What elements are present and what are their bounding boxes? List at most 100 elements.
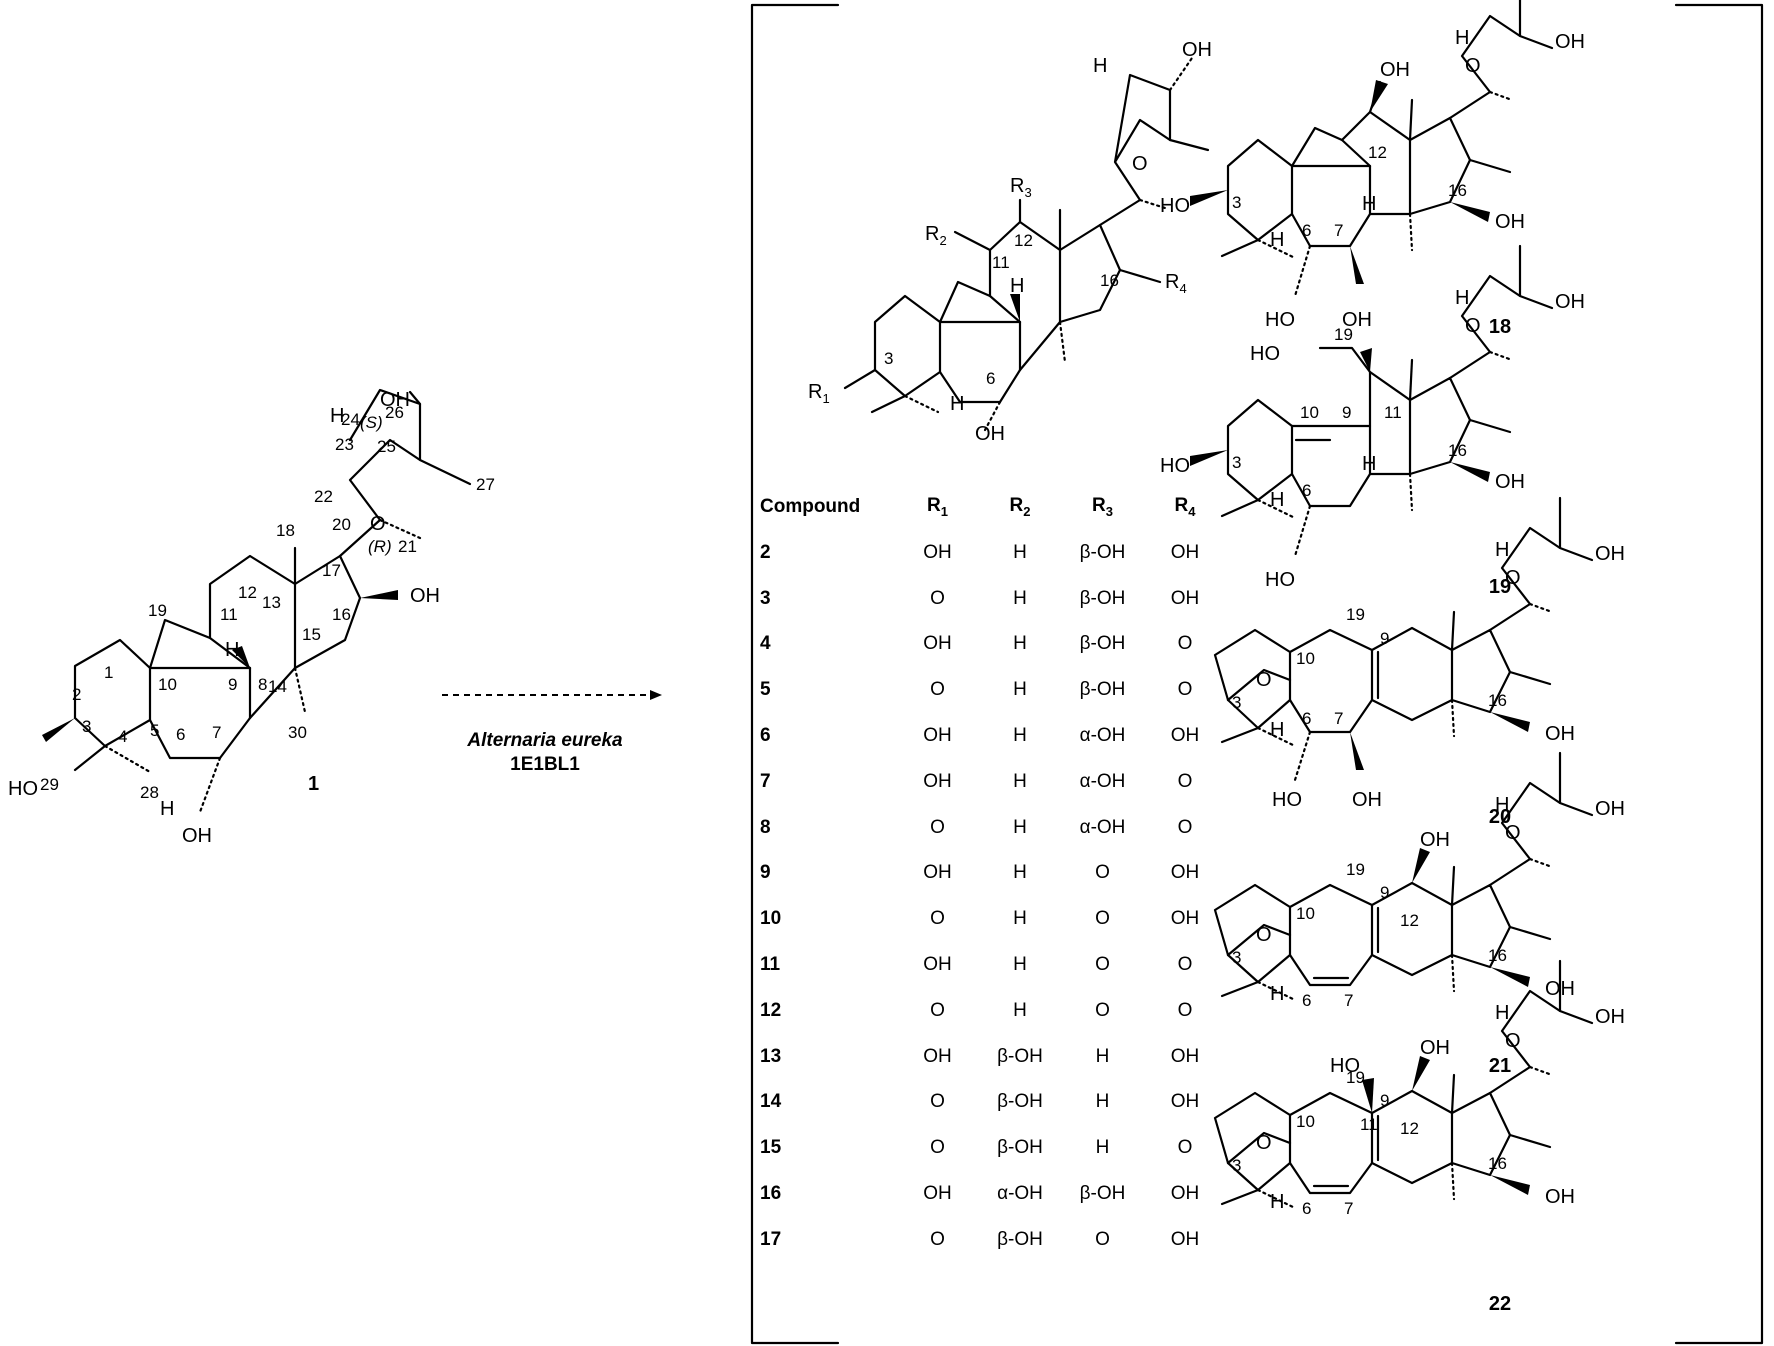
- hashed-bond: [1528, 602, 1554, 614]
- r4-cell: O: [1177, 954, 1193, 976]
- substrate-h8: H: [225, 639, 239, 661]
- hashed-bond: [1256, 238, 1297, 260]
- hashed-bond: [1450, 953, 1456, 993]
- r4-cell: OH: [1170, 1183, 1200, 1205]
- substrate-h5: H: [160, 798, 174, 820]
- scaffold-r2: R2: [925, 223, 947, 248]
- r3-cell: β-OH: [1079, 541, 1126, 563]
- product-20-label-n7: 7: [1334, 709, 1343, 728]
- hashed-bond: [1488, 350, 1514, 362]
- product-22-label-n7: 7: [1344, 1199, 1353, 1218]
- substrate-num-18: 18: [276, 521, 295, 540]
- wedge-bond: [1412, 1056, 1430, 1091]
- substrate-num-23: 23: [335, 435, 354, 454]
- wedge-bond: [1190, 190, 1228, 206]
- product-21-label-n16: 16: [1488, 946, 1507, 965]
- product-19-label-h24: H: [1455, 287, 1469, 309]
- wedge-bond: [1412, 848, 1430, 883]
- hashed-bond: [1293, 730, 1312, 782]
- strain-name: 1E1BL1: [510, 754, 580, 775]
- product-18-label-oh7: OH: [1342, 309, 1372, 331]
- product-18-label-n6: 6: [1302, 221, 1311, 240]
- r4-cell: O: [1177, 1137, 1193, 1159]
- product-19-id: 19: [1489, 576, 1511, 598]
- r3-cell: O: [1095, 954, 1110, 976]
- r3-cell: O: [1095, 999, 1110, 1021]
- r1-cell: OH: [923, 633, 952, 655]
- product-21-label-o: O: [1505, 822, 1521, 844]
- wedge-bond: [1450, 462, 1490, 482]
- product-22-label-o_bridge: O: [1256, 1132, 1272, 1154]
- r4-cell: OH: [1170, 1091, 1200, 1113]
- r3-cell: α-OH: [1079, 770, 1126, 792]
- compound-id-cell: 5: [760, 679, 771, 701]
- product-19-label-ho3: HO: [1160, 455, 1190, 477]
- product-21-label-h24: H: [1495, 794, 1509, 816]
- wedge-bond: [1370, 80, 1388, 112]
- hashed-bond: [1488, 90, 1514, 102]
- scaffold-num-12: 12: [1014, 231, 1033, 250]
- bond: [1508, 925, 1552, 941]
- bond: [1220, 1188, 1260, 1206]
- bond: [1290, 164, 1372, 248]
- scaffold-num-6: 6: [986, 369, 995, 388]
- bond: [1220, 238, 1260, 258]
- r1-cell: OH: [923, 862, 952, 884]
- r4-cell: O: [1177, 999, 1193, 1021]
- substrate-num-28: 28: [140, 783, 159, 802]
- organism-name: Alternaria eureka: [466, 730, 623, 751]
- hashed-bond: [1408, 472, 1414, 512]
- header-r4: R4: [1174, 495, 1196, 519]
- substrate-num-16: 16: [332, 605, 351, 624]
- r3-cell: α-OH: [1079, 816, 1126, 838]
- product-18-label-oh12: OH: [1380, 59, 1410, 81]
- bond: [1558, 1009, 1594, 1025]
- r1-cell: O: [930, 1137, 945, 1159]
- header-r1: R1: [927, 495, 948, 519]
- product-20-label-o_bridge: O: [1256, 669, 1272, 691]
- bond: [1220, 980, 1260, 998]
- substrate-num-1: 1: [104, 663, 113, 682]
- substrate-num-6: 6: [176, 725, 185, 744]
- r1-cell: O: [930, 679, 945, 701]
- product-19-label-oh16: OH: [1495, 471, 1525, 493]
- bond: [1226, 1131, 1292, 1165]
- product-22-label-n10: 10: [1296, 1112, 1315, 1131]
- bond: [1450, 865, 1456, 907]
- bond: [1370, 626, 1454, 722]
- product-22-label-oh24: OH: [1595, 1006, 1625, 1028]
- bond: [1340, 110, 1412, 216]
- product-22-label-n6: 6: [1302, 1199, 1311, 1218]
- stereo-r-label: (R): [368, 537, 392, 556]
- product-21-label-oh12: OH: [1420, 829, 1450, 851]
- product-20-label-n10: 10: [1296, 649, 1315, 668]
- substrate-num-10: 10: [158, 675, 177, 694]
- r1-cell: O: [930, 999, 945, 1021]
- bond: [1288, 883, 1374, 987]
- bond: [1468, 418, 1512, 434]
- product-18-label-n12: 12: [1368, 143, 1387, 162]
- product-19-label-oh24: OH: [1555, 291, 1585, 313]
- left-bracket: [750, 3, 840, 1345]
- r4-cell: OH: [1170, 1228, 1200, 1250]
- product-19-label-n11: 11: [1384, 403, 1402, 422]
- substrate-oh16: OH: [410, 585, 440, 607]
- product-22-label-n12: 12: [1400, 1119, 1419, 1138]
- r4-cell: O: [1177, 770, 1193, 792]
- substrate-num-21: 21: [398, 537, 417, 556]
- product-22-label-h5: H: [1270, 1191, 1284, 1213]
- hashed-bond: [1408, 212, 1414, 252]
- r3-cell: β-OH: [1079, 587, 1126, 609]
- product-21-label-n6: 6: [1302, 991, 1311, 1010]
- hashed-bond: [1256, 1188, 1297, 1210]
- product-22-label-n19: 19: [1346, 1068, 1365, 1087]
- product-20-id: 20: [1489, 806, 1511, 828]
- compound-id-cell: 17: [760, 1228, 782, 1250]
- product-21-label-n9: 9: [1380, 883, 1389, 902]
- bond: [1518, 294, 1554, 310]
